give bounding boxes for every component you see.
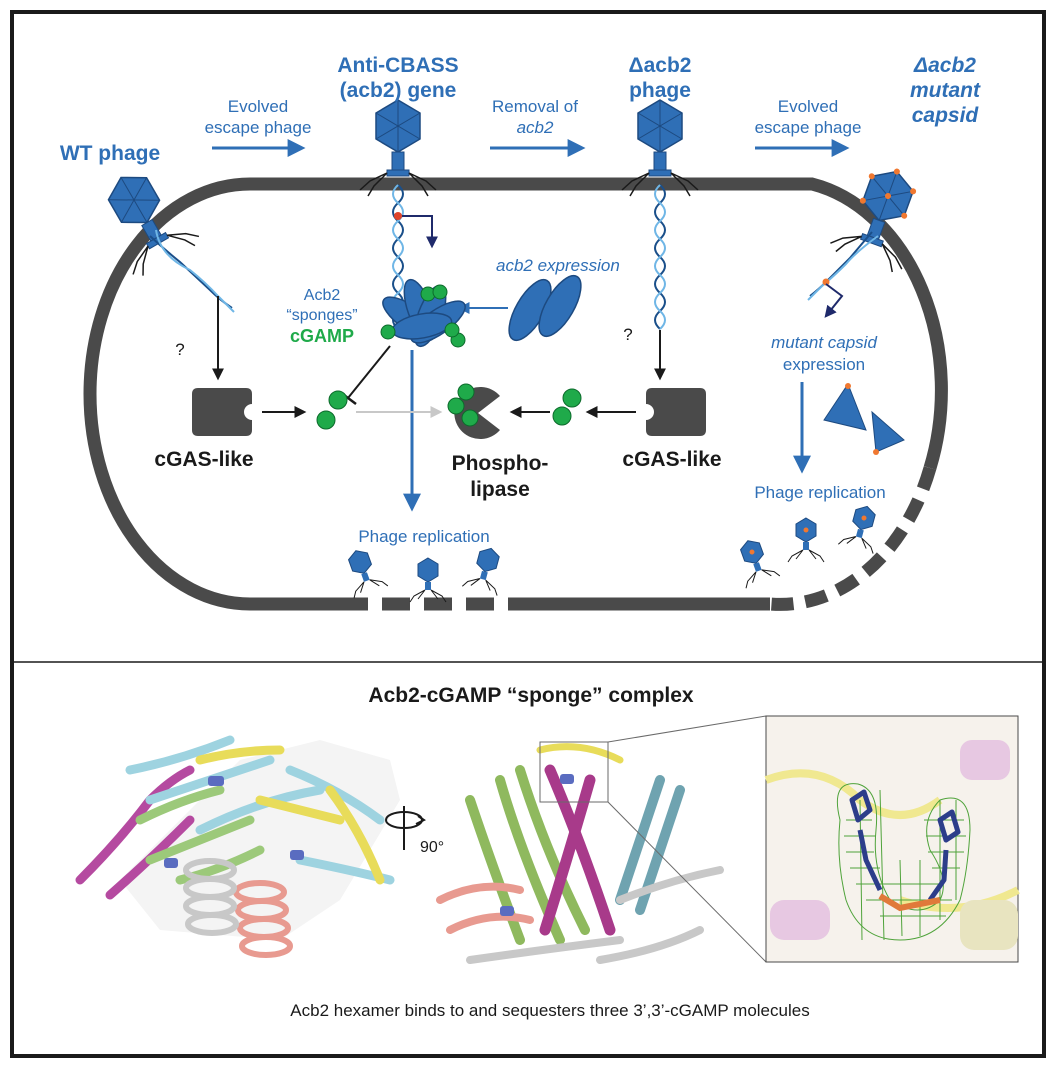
removal-label-1: Removal of — [492, 97, 578, 116]
phospholipase-icon — [447, 383, 500, 440]
evolved-escape-2a: Evolved — [778, 97, 838, 116]
inhibition-line — [347, 345, 391, 399]
top-labels: WT phage Evolved escape phage Anti-CBASS… — [60, 54, 981, 165]
structure-front-view — [75, 735, 400, 958]
anti-cbass-label-1: Anti-CBASS — [337, 54, 458, 77]
mutant-capsid-label-1: mutant capsid — [771, 333, 877, 352]
delta-acb2-label-2: phage — [629, 79, 691, 102]
wt-phage-label: WT phage — [60, 142, 160, 165]
acb2-hexamer-icon — [380, 278, 466, 348]
evolved-escape-2b: escape phage — [755, 118, 862, 137]
cgas-left-label: cGAS-like — [154, 448, 253, 471]
cgas-right-icon — [646, 388, 706, 436]
evolved-escape-1a: Evolved — [228, 97, 288, 116]
anti-cbass-label-2: (acb2) gene — [340, 79, 457, 102]
acb2-expression-label: acb2 expression — [496, 256, 620, 275]
sponges-label-1: Acb2 — [304, 287, 341, 304]
mutant-label-1: Δacb2 — [913, 54, 976, 77]
bottom-caption: Acb2 hexamer binds to and sequesters thr… — [290, 1001, 809, 1020]
mutant-capsid-phage-icon — [827, 157, 934, 276]
figure-frame — [10, 10, 1046, 1058]
phospholipase-label-2: lipase — [470, 478, 530, 501]
acb2-gene-marker — [394, 212, 402, 220]
mutant-label-3: capsid — [912, 104, 980, 127]
cgas-left-icon — [192, 388, 252, 436]
phospholipase-label-1: Phospho- — [452, 452, 549, 475]
structure-side-view — [436, 741, 724, 964]
sponges-label-2: “sponges” — [286, 307, 357, 324]
cgas-right-label: cGAS-like — [622, 448, 721, 471]
capsid-promoter-arrow — [824, 283, 844, 318]
removal-label-2: acb2 — [517, 118, 554, 137]
question-right: ? — [623, 325, 632, 344]
progeny-phages-left — [338, 543, 509, 603]
cgamp-right-icon — [552, 388, 582, 426]
bottom-title: Acb2-cGAMP “sponge” complex — [368, 684, 694, 707]
mutant-capsid-label-2: expression — [783, 355, 865, 374]
phage-replication-right-label: Phage replication — [754, 483, 885, 502]
wt-phage-icon — [87, 157, 203, 281]
mutant-capsid-protein-icons — [823, 382, 905, 455]
zoom-line-top — [607, 715, 767, 743]
phage-replication-left-label: Phage replication — [358, 527, 489, 546]
rotation-icon — [385, 806, 426, 850]
evolved-escape-1b: escape phage — [205, 118, 312, 137]
question-left: ? — [175, 340, 184, 359]
sponges-label-3: cGAMP — [290, 326, 354, 346]
mutant-label-2: mutant — [910, 79, 981, 102]
rotation-label: 90° — [420, 839, 444, 856]
cgamp-left-icon — [316, 390, 348, 430]
delta-acb2-label-1: Δacb2 — [629, 54, 692, 77]
cell-membrane — [83, 177, 948, 611]
progeny-phages-right — [730, 501, 885, 589]
acb2-monomers — [508, 274, 582, 342]
zoom-line-bottom — [607, 801, 767, 963]
electron-density-inset — [764, 715, 1020, 963]
capsid-gene-marker — [822, 278, 830, 286]
acb2-promoter-arrow — [402, 215, 438, 249]
